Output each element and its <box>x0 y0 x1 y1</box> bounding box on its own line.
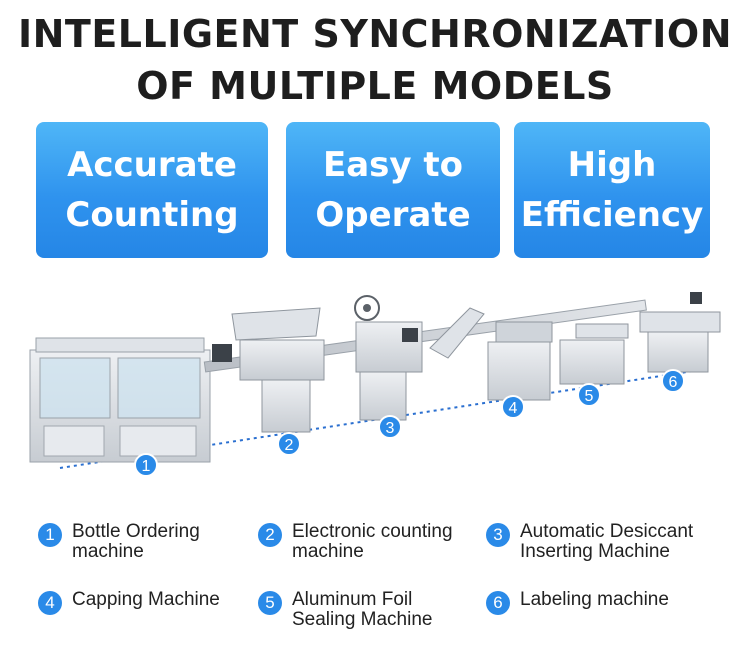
headline-line-2: OF MULTIPLE MODELS <box>136 64 614 108</box>
legend-item-electronic-counting: 2 Electronic counting machine <box>258 522 453 562</box>
bottle-ordering-machine <box>29 337 211 463</box>
electronic-counting-machine <box>212 307 325 433</box>
capping-machine <box>429 307 553 401</box>
legend-label: Capping Machine <box>72 589 220 610</box>
feature-box-high-efficiency: High Efficiency <box>514 122 710 258</box>
feature-line-2: Counting <box>65 195 239 235</box>
marker-3-label: 3 <box>386 420 395 437</box>
legend-item-aluminum-foil-sealing: 5 Aluminum Foil Sealing Machine <box>258 590 432 630</box>
legend-item-labeling: 6 Labeling machine <box>486 590 669 615</box>
marker-6: 6 <box>661 369 685 393</box>
feature-box-accurate-counting: Accurate Counting <box>36 122 268 258</box>
marker-2-label: 2 <box>285 437 294 454</box>
number-badge: 3 <box>486 523 510 547</box>
marker-4: 4 <box>501 395 525 419</box>
marker-5-label: 5 <box>585 388 594 405</box>
marker-6-label: 6 <box>669 374 678 391</box>
marker-1-label: 1 <box>142 458 151 475</box>
legend-label: Electronic counting machine <box>292 521 453 562</box>
marker-1: 1 <box>134 453 158 477</box>
legend-label: Labeling machine <box>520 589 669 610</box>
number-badge: 5 <box>258 591 282 615</box>
legend-label: Automatic Desiccant Inserting Machine <box>520 521 694 562</box>
legend-label: Bottle Ordering machine <box>72 521 200 562</box>
number-badge: 6 <box>486 591 510 615</box>
legend-item-capping: 4 Capping Machine <box>38 590 220 615</box>
marker-3: 3 <box>378 415 402 439</box>
feature-line-2: Operate <box>315 195 471 235</box>
feature-line-2: Efficiency <box>520 195 704 235</box>
feature-line-1: High <box>567 145 657 185</box>
number-badge: 1 <box>38 523 62 547</box>
labeling-machine <box>639 292 721 373</box>
legend-label: Aluminum Foil Sealing Machine <box>292 589 433 630</box>
aluminum-foil-sealing-machine <box>559 323 629 385</box>
feature-line-1: Easy to <box>322 145 463 185</box>
marker-4-label: 4 <box>509 400 518 417</box>
page-headline: INTELLIGENT SYNCHRONIZATION OF MULTIPLE … <box>0 8 750 112</box>
production-line-illustration: 1 2 3 4 5 6 <box>29 292 721 477</box>
marker-2: 2 <box>277 432 301 456</box>
feature-line-1: Accurate <box>67 145 237 185</box>
number-badge: 4 <box>38 591 62 615</box>
headline-line-1: INTELLIGENT SYNCHRONIZATION <box>17 12 733 56</box>
marker-5: 5 <box>577 383 601 407</box>
desiccant-inserting-machine <box>354 295 423 421</box>
legend-item-bottle-ordering: 1 Bottle Ordering machine <box>38 522 200 562</box>
legend-item-desiccant-inserting: 3 Automatic Desiccant Inserting Machine <box>486 522 693 562</box>
number-badge: 2 <box>258 523 282 547</box>
feature-box-easy-to-operate: Easy to Operate <box>286 122 500 258</box>
